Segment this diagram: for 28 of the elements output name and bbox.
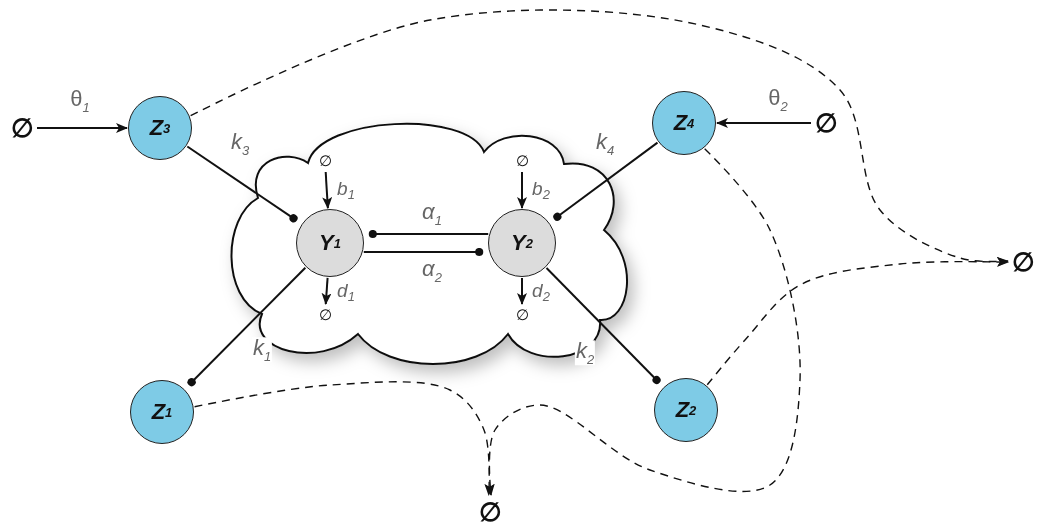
empty-set-symbol: ∅ bbox=[1009, 245, 1037, 279]
edge-label: k$_{2}$ bbox=[574, 340, 596, 366]
arrow bbox=[36, 123, 128, 133]
empty-set-symbol: ∅ bbox=[8, 111, 36, 145]
empty-set-symbol: ∅ bbox=[514, 305, 530, 325]
empty-set-symbol: ∅ bbox=[812, 106, 840, 140]
edge-label: k$_{3}$ bbox=[229, 131, 251, 157]
arrow bbox=[321, 276, 332, 305]
connector-line bbox=[545, 266, 661, 385]
connector-line bbox=[362, 247, 484, 257]
empty-set-symbol: ∅ bbox=[514, 151, 530, 171]
arrow bbox=[517, 171, 527, 209]
arrow bbox=[517, 277, 527, 305]
dashed-arrow bbox=[193, 381, 495, 496]
edge-label: k$_{1}$ bbox=[251, 337, 273, 363]
edge-label: θ$_{2}$ bbox=[767, 87, 789, 113]
edge-label: θ$_{1}$ bbox=[69, 88, 91, 114]
empty-set-symbol: ∅ bbox=[476, 496, 504, 528]
connector-line bbox=[553, 141, 659, 221]
connector-line bbox=[187, 266, 307, 387]
arrow bbox=[716, 118, 812, 128]
connector-line bbox=[368, 229, 490, 239]
connector-line bbox=[186, 145, 298, 223]
arrow bbox=[322, 171, 333, 210]
dashed-arrow bbox=[706, 256, 1009, 386]
edge-label: k$_{4}$ bbox=[594, 131, 616, 157]
empty-set-symbol: ∅ bbox=[317, 151, 333, 171]
empty-set-symbol: ∅ bbox=[317, 305, 333, 325]
